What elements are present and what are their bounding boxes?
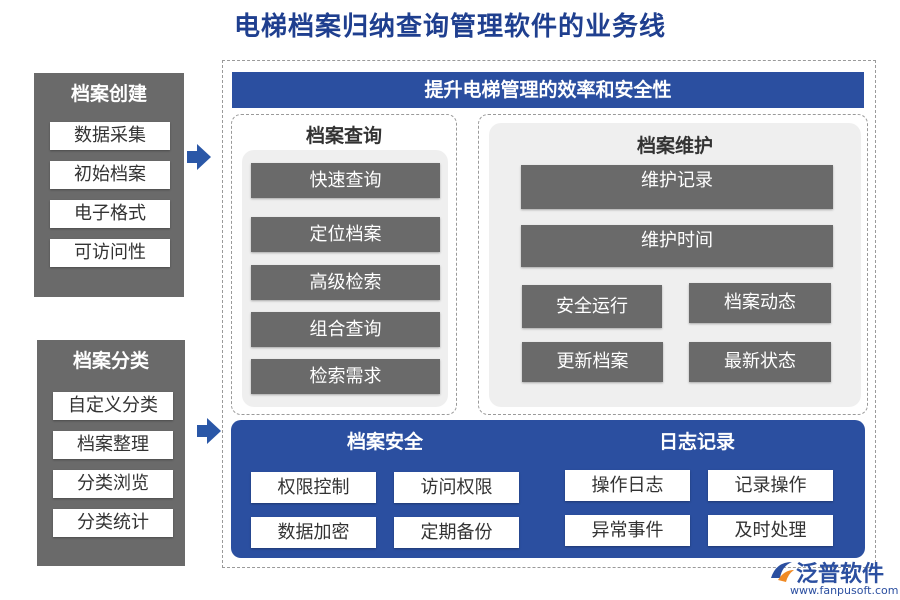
archive-query-item[interactable]: 高级检索 bbox=[251, 265, 440, 300]
log-record-item[interactable]: 异常事件 bbox=[565, 515, 690, 546]
archive-query-item[interactable]: 检索需求 bbox=[251, 359, 440, 394]
main-container bbox=[222, 60, 876, 568]
archive-query-item[interactable]: 定位档案 bbox=[251, 217, 440, 252]
archive-security-heading: 档案安全 bbox=[346, 431, 423, 453]
log-record-heading: 日志记录 bbox=[658, 431, 735, 453]
archive-classify-item[interactable]: 自定义分类 bbox=[53, 392, 173, 420]
archive-classify-item[interactable]: 分类统计 bbox=[53, 509, 173, 537]
company-logo: 泛普软件 www.fanpusoft.com bbox=[768, 556, 899, 598]
archive-create-item[interactable]: 数据采集 bbox=[50, 122, 170, 150]
archive-maintain-grid-item[interactable]: 档案动态 bbox=[689, 283, 831, 323]
archive-maintain-grid-item[interactable]: 最新状态 bbox=[689, 342, 831, 382]
archive-query-section bbox=[231, 114, 457, 415]
archive-classify-item[interactable]: 分类浏览 bbox=[53, 470, 173, 498]
arrow-right-icon bbox=[197, 418, 221, 444]
log-record-item[interactable]: 及时处理 bbox=[708, 515, 833, 546]
log-record-item[interactable]: 操作日志 bbox=[565, 470, 690, 501]
archive-maintain-wide-item[interactable]: 维护时间 bbox=[521, 225, 833, 267]
logo-url: www.fanpusoft.com bbox=[790, 584, 899, 597]
archive-classify-panel: 档案分类 自定义分类 档案整理 分类浏览 分类统计 bbox=[37, 340, 185, 566]
archive-security-item[interactable]: 权限控制 bbox=[251, 472, 376, 503]
archive-create-item[interactable]: 电子格式 bbox=[50, 200, 170, 228]
arrow-right-icon bbox=[187, 144, 211, 170]
archive-classify-heading: 档案分类 bbox=[72, 350, 149, 372]
archive-maintain-grid-item[interactable]: 安全运行 bbox=[522, 285, 662, 328]
archive-query-heading: 档案查询 bbox=[305, 125, 382, 147]
archive-query-item[interactable]: 组合查询 bbox=[251, 312, 440, 347]
archive-maintain-wide-item[interactable]: 维护记录 bbox=[521, 165, 833, 209]
archive-classify-item[interactable]: 档案整理 bbox=[53, 431, 173, 459]
logo-icon bbox=[771, 562, 794, 582]
log-record-item[interactable]: 记录操作 bbox=[708, 470, 833, 501]
archive-security-item[interactable]: 数据加密 bbox=[251, 517, 376, 548]
archive-security-item[interactable]: 访问权限 bbox=[394, 472, 519, 503]
archive-create-item[interactable]: 可访问性 bbox=[50, 239, 170, 267]
archive-create-panel: 档案创建 数据采集 初始档案 电子格式 可访问性 bbox=[34, 73, 184, 297]
archive-create-heading: 档案创建 bbox=[70, 83, 147, 105]
archive-create-item[interactable]: 初始档案 bbox=[50, 161, 170, 189]
archive-maintain-heading: 档案维护 bbox=[636, 135, 713, 157]
page-title: 电梯档案归纳查询管理软件的业务线 bbox=[233, 12, 666, 42]
archive-query-item[interactable]: 快速查询 bbox=[251, 163, 440, 198]
archive-security-item[interactable]: 定期备份 bbox=[394, 517, 519, 548]
banner: 提升电梯管理的效率和安全性 bbox=[232, 72, 864, 108]
logo-name: 泛普软件 bbox=[796, 562, 885, 587]
archive-maintain-section bbox=[478, 114, 868, 415]
archive-maintain-grid-item[interactable]: 更新档案 bbox=[522, 342, 663, 382]
